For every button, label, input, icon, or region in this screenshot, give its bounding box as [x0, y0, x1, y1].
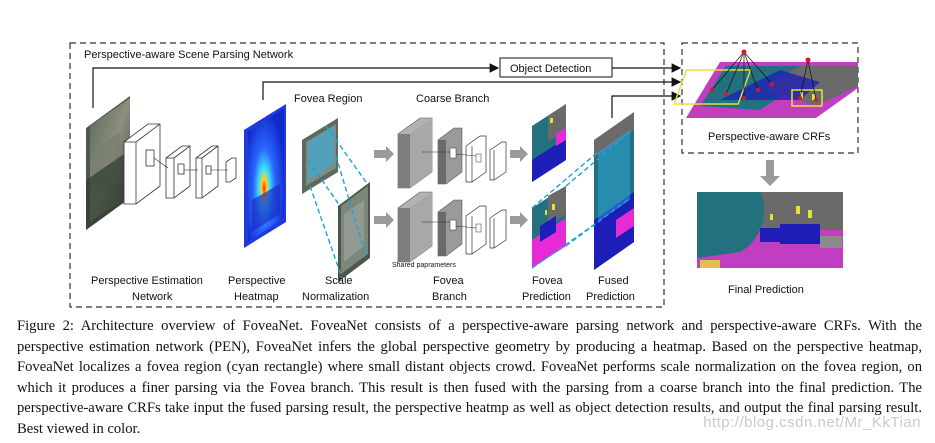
fused-prediction-map: [594, 112, 634, 270]
fovea-prediction-map: [532, 186, 566, 268]
crf-output-map: [673, 62, 858, 118]
caption-text: Architecture overview of FoveaNet. Fovea…: [17, 318, 923, 437]
fusion-projection-lines: [531, 131, 631, 269]
final-prediction-label: Final Prediction: [728, 284, 804, 296]
fused-to-crf-line: [611, 91, 682, 118]
fused-pred-label-2: Prediction: [586, 291, 635, 303]
crf-nodes: [710, 49, 818, 102]
coarse-prediction-map: [532, 104, 566, 182]
heatmap-label-1: Perspective: [228, 275, 285, 287]
coarse-branch-layers: [397, 117, 507, 189]
architecture-figure: Perspective-aware Scene Parsing Network …: [69, 42, 859, 308]
pen-label-1: Perspective Estimation: [91, 275, 203, 287]
pen-label-2: Network: [132, 291, 173, 303]
coarse-branch-label: Coarse Branch: [416, 93, 489, 105]
scale-normalized-image: [338, 182, 370, 282]
figure-label: Figure 2:: [17, 318, 74, 334]
input-to-detection-line: [92, 63, 500, 108]
fovea-region-image: [302, 118, 338, 194]
fovea-pred-label-1: Fovea: [532, 275, 563, 287]
figure-caption: Figure 2: Architecture overview of Fovea…: [17, 316, 922, 439]
fovea-branch-label-2: Branch: [432, 291, 467, 303]
final-prediction-map: [697, 192, 843, 268]
fovea-region-label: Fovea Region: [294, 93, 363, 105]
crf-container: [681, 42, 859, 154]
scale-label-1: Scale: [325, 275, 353, 287]
watermark: http://blog.csdn.net/Mr_KkTian: [703, 414, 921, 431]
crf-label: Perspective-aware CRFs: [708, 131, 831, 143]
pen-connectors: [153, 157, 228, 171]
crf-connections: [711, 51, 817, 101]
branch-input-arrows: [374, 146, 528, 228]
perspective-heatmap: [244, 104, 286, 248]
fused-pred-label-1: Fused: [598, 275, 629, 287]
crf-to-final-arrow: [760, 160, 780, 186]
network-container: [69, 42, 665, 308]
fovea-pred-label-2: Prediction: [522, 291, 571, 303]
pen-layers: [123, 123, 237, 205]
scale-label-2: Normalization: [302, 291, 369, 303]
fovea-branch-layers: [397, 191, 507, 263]
heatmap-label-2: Heatmap: [234, 291, 279, 303]
network-title: Perspective-aware Scene Parsing Network: [84, 49, 294, 61]
heatmap-to-crf-line: [262, 77, 682, 100]
fovea-projection-lines: [307, 125, 367, 279]
shared-parameters-label: Shared paprameters: [392, 262, 456, 269]
fovea-branch-label-1: Fovea: [433, 275, 464, 287]
input-image-stack: [86, 96, 130, 230]
object-detection-label: Object Detection: [510, 63, 591, 75]
